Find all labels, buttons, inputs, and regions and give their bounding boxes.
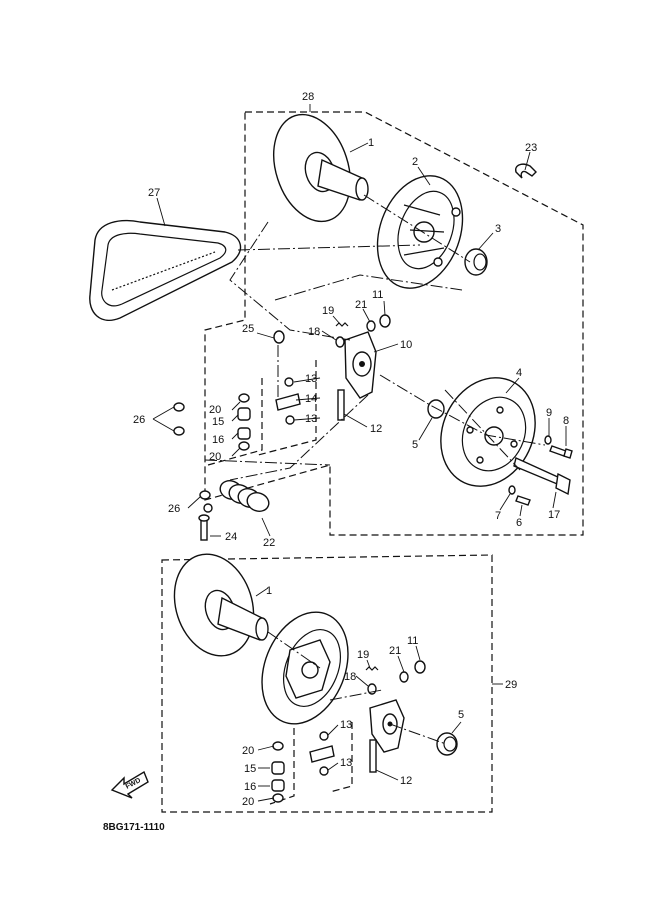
cover-cap-upper xyxy=(440,377,536,487)
callout-13-lower-b: 13 xyxy=(340,757,352,769)
callout-11-upper: 11 xyxy=(372,289,383,301)
spider-lower xyxy=(369,699,405,773)
movable-sheave-lower xyxy=(261,611,349,725)
drive-belt xyxy=(89,219,242,321)
callout-6: 6 xyxy=(516,517,522,529)
callout-15-lower: 15 xyxy=(244,763,256,775)
callout-18-upper: 18 xyxy=(308,326,320,338)
nut-11-upper xyxy=(379,314,391,328)
center-lines-lower xyxy=(267,631,447,745)
washer-21-upper xyxy=(366,320,376,332)
callout-20-lower-b: 20 xyxy=(242,796,254,808)
callout-4: 4 xyxy=(516,367,522,379)
callout-22: 22 xyxy=(263,537,275,549)
callout-16-upper: 16 xyxy=(212,434,224,446)
callout-9: 9 xyxy=(546,407,552,419)
callout-29: 29 xyxy=(505,679,517,691)
callout-1-lower: 1 xyxy=(266,585,272,597)
spacer-upper xyxy=(427,399,445,419)
roller-upper xyxy=(464,248,488,276)
washers-26-left xyxy=(173,402,185,436)
callout-23: 23 xyxy=(525,142,537,154)
spring-22 xyxy=(219,480,270,512)
movable-sheave-upper xyxy=(376,175,464,289)
assembly-29-boundary xyxy=(161,554,493,813)
callout-21-upper: 21 xyxy=(355,299,367,311)
clip-23 xyxy=(515,163,537,179)
small-bolt-8 xyxy=(549,445,573,459)
spring-19-lower xyxy=(365,666,379,671)
leader-lines-upper xyxy=(152,104,567,537)
callout-28: 28 xyxy=(302,91,314,103)
callout-20-lower-a: 20 xyxy=(242,745,254,757)
callout-13-upper-a: 13 xyxy=(305,373,317,385)
callout-13-lower-a: 13 xyxy=(340,719,352,731)
callout-5-upper: 5 xyxy=(412,439,418,451)
callout-10: 10 xyxy=(400,339,412,351)
callout-14: 14 xyxy=(305,393,317,405)
spring-19-upper xyxy=(335,322,349,327)
callout-21-lower: 21 xyxy=(389,645,401,657)
small-bolt-6 xyxy=(515,495,531,506)
callout-11-lower: 11 xyxy=(407,635,418,647)
callout-1-upper: 1 xyxy=(368,137,374,149)
washer-7 xyxy=(508,485,516,495)
callout-26-lower: 26 xyxy=(168,503,180,515)
spacer-lower xyxy=(436,732,458,756)
callout-27: 27 xyxy=(148,187,160,199)
washer-9 xyxy=(544,435,552,445)
callout-3: 3 xyxy=(495,223,501,235)
callout-16-lower: 16 xyxy=(244,781,256,793)
bushing-18-upper xyxy=(335,336,345,348)
callout-19-upper: 19 xyxy=(322,305,334,317)
nut-25 xyxy=(273,330,285,344)
callout-8: 8 xyxy=(563,415,569,427)
callout-12-lower: 12 xyxy=(400,775,412,787)
bushing-18-lower xyxy=(367,683,377,695)
washer-21-lower xyxy=(399,671,409,683)
callout-13-upper-b: 13 xyxy=(305,413,317,425)
callout-19-lower: 19 xyxy=(357,649,369,661)
callout-5-lower: 5 xyxy=(458,709,464,721)
callout-26-upper: 26 xyxy=(133,414,145,426)
primary-sheave-lower xyxy=(173,553,269,657)
spider-upper xyxy=(337,331,377,421)
callout-12-upper: 12 xyxy=(370,423,382,435)
bolt-24 xyxy=(198,514,210,541)
center-lines-upper xyxy=(204,194,546,481)
washers-26-lower xyxy=(199,490,213,513)
nut-11-lower xyxy=(414,660,426,674)
callout-24: 24 xyxy=(225,531,237,543)
long-bolt xyxy=(513,457,571,496)
assembly-28-boundary xyxy=(204,111,584,536)
primary-sheave-upper xyxy=(273,113,369,223)
callout-15-upper: 15 xyxy=(212,416,224,428)
forward-arrow-icon: FWD xyxy=(110,770,149,799)
leader-lines-lower xyxy=(255,587,503,802)
callout-25: 25 xyxy=(242,323,254,335)
part-code: 8BG171-1110 xyxy=(103,822,165,833)
callout-2: 2 xyxy=(412,156,418,168)
callout-20-upper-a: 20 xyxy=(209,404,221,416)
weight-group-upper xyxy=(207,360,317,466)
callout-numbers: 28 1 2 3 23 27 11 21 19 18 10 25 13 14 1… xyxy=(103,91,569,833)
callout-17: 17 xyxy=(548,509,560,521)
callout-18-lower: 18 xyxy=(344,671,356,683)
callout-7: 7 xyxy=(495,510,501,522)
callout-20-upper-b: 20 xyxy=(209,451,221,463)
